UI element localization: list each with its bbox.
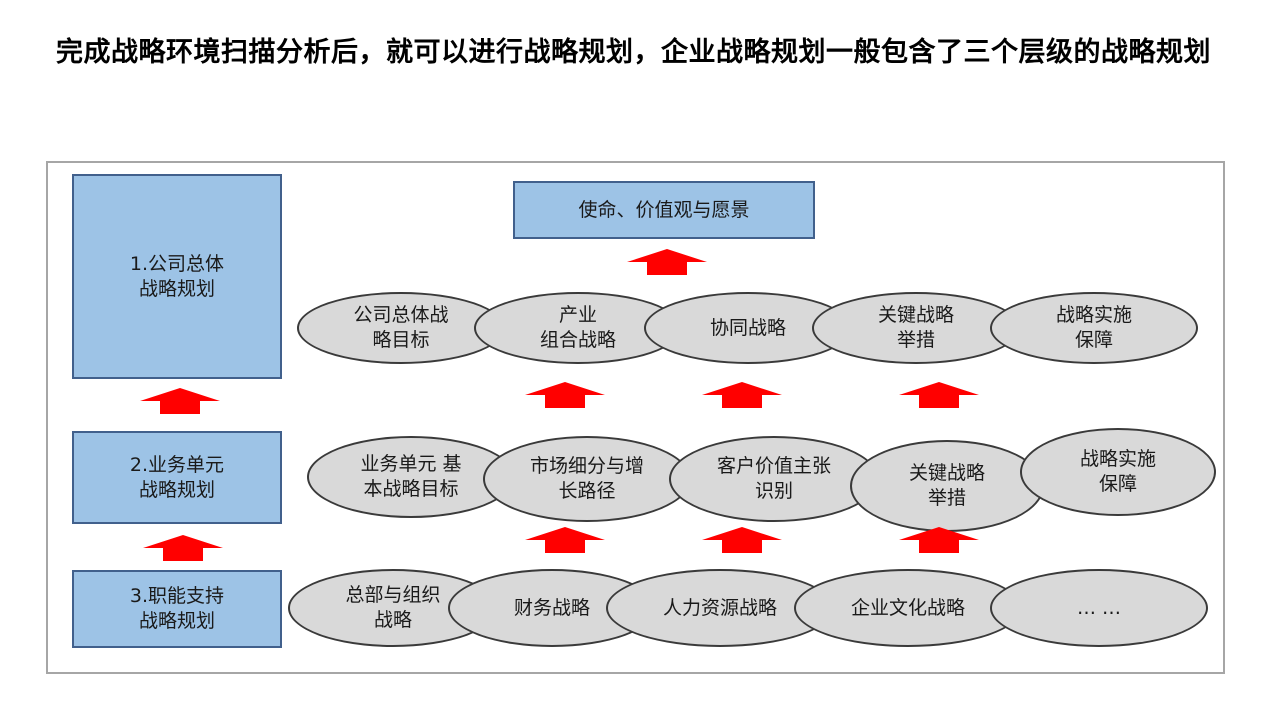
level-functional-box: 3.职能支持 战略规划 [72, 570, 282, 648]
up-arrow-icon [525, 527, 605, 553]
up-arrow-icon [140, 388, 220, 414]
up-arrow-icon [143, 535, 223, 561]
row1-ellipse-1: 公司总体战 略目标 [297, 292, 505, 364]
up-arrow-icon [702, 382, 782, 408]
row2-ellipse-3: 客户价值主张 识别 [669, 436, 879, 522]
row1-ellipse-4: 关键战略 举措 [812, 292, 1020, 364]
row3-ellipse-5: … … [990, 569, 1208, 647]
row2-ellipse-2: 市场细分与增 长路径 [483, 436, 691, 522]
row2-ellipse-1: 业务单元 基 本战略目标 [307, 436, 515, 518]
row1-ellipse-3: 协同战略 [644, 292, 852, 364]
row1-ellipse-2: 产业 组合战略 [474, 292, 682, 364]
up-arrow-icon [899, 527, 979, 553]
row1-ellipse-5: 战略实施 保障 [990, 292, 1198, 364]
row3-ellipse-4: 企业文化战略 [794, 569, 1022, 647]
row2-ellipse-5: 战略实施 保障 [1020, 428, 1216, 516]
level-business-box: 2.业务单元 战略规划 [72, 431, 282, 524]
up-arrow-icon [627, 249, 707, 275]
level-company-box: 1.公司总体 战略规划 [72, 174, 282, 379]
row2-ellipse-4: 关键战略 举措 [850, 440, 1044, 532]
page-title: 完成战略环境扫描分析后，就可以进行战略规划，企业战略规划一般包含了三个层级的战略… [56, 37, 1211, 68]
up-arrow-icon [702, 527, 782, 553]
up-arrow-icon [525, 382, 605, 408]
mission-vision-box: 使命、价值观与愿景 [513, 181, 815, 239]
up-arrow-icon [899, 382, 979, 408]
